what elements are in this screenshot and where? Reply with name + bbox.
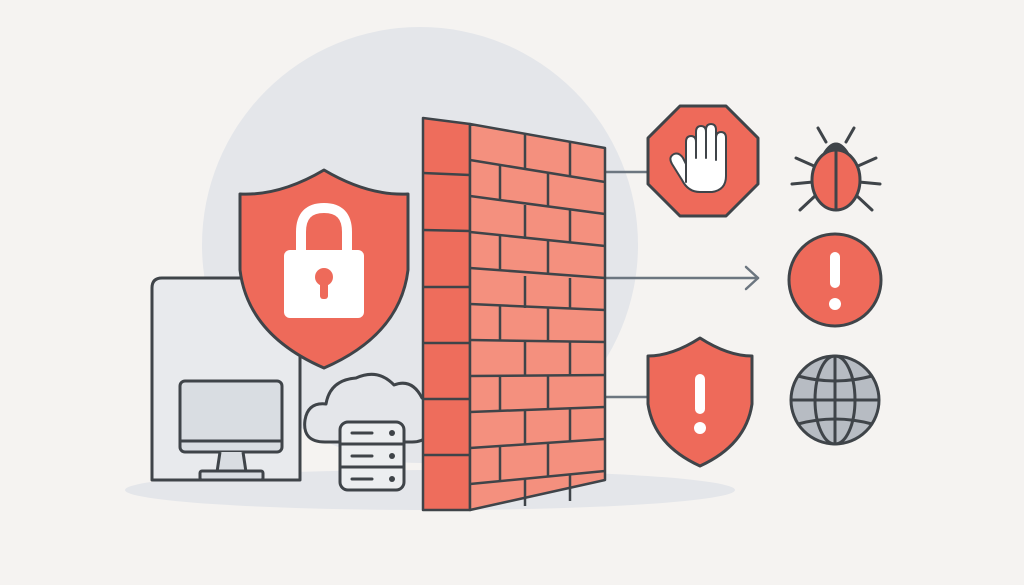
brick-wall-icon [421, 116, 607, 512]
stop-hand-icon [646, 104, 760, 218]
bug-icon [790, 126, 882, 212]
shield-lock-icon [238, 168, 410, 370]
exclamation-icon [787, 232, 883, 328]
shield-alert-icon [646, 336, 754, 468]
globe-icon [789, 354, 881, 446]
desktop-monitor-icon [178, 379, 284, 482]
connection-lines [604, 170, 760, 399]
